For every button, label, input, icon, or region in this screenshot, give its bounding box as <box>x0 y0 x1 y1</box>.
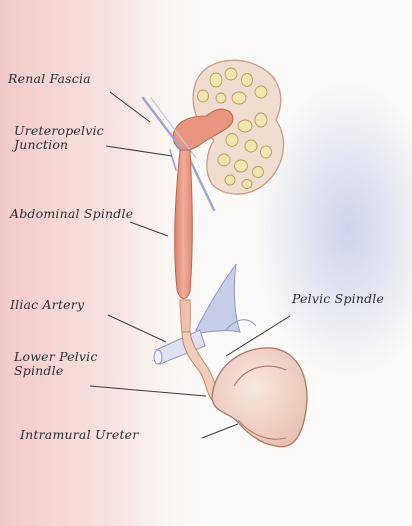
bladder <box>212 348 307 447</box>
ureter-iliac-segment <box>180 300 190 332</box>
label-iliac-artery: Iliac Artery <box>10 298 84 312</box>
label-ureteropelvic-junction: Ureteropelvic Junction <box>14 124 104 152</box>
label-lower-pelvic-spindle: Lower Pelvic Spindle <box>14 350 98 378</box>
label-intramural-ureter: Intramural Ureter <box>20 428 138 442</box>
label-abdominal-spindle: Abdominal Spindle <box>10 207 133 221</box>
label-renal-fascia: Renal Fascia <box>8 72 91 86</box>
label-pelvic-spindle: Pelvic Spindle <box>292 292 384 306</box>
